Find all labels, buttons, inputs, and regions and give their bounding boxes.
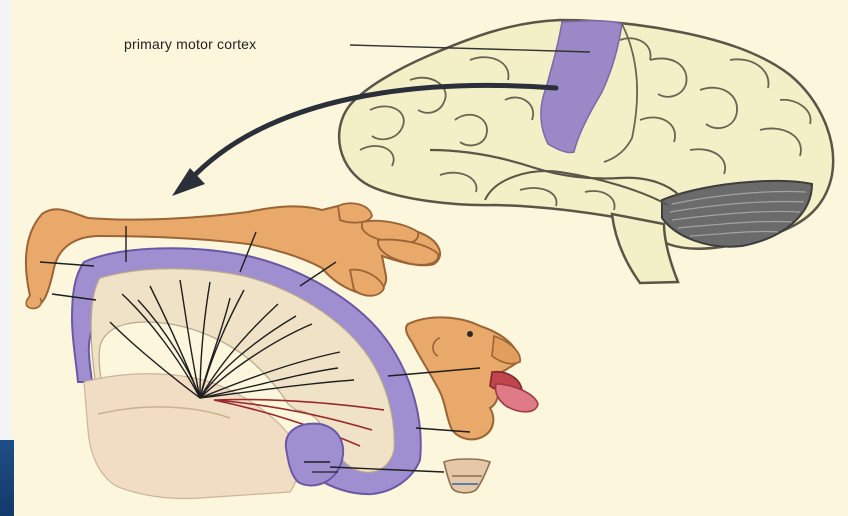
eye [467, 331, 473, 337]
lower-cortex-lobe [286, 424, 343, 486]
tongue [495, 384, 538, 412]
primary-motor-cortex-label: primary motor cortex [124, 36, 256, 52]
